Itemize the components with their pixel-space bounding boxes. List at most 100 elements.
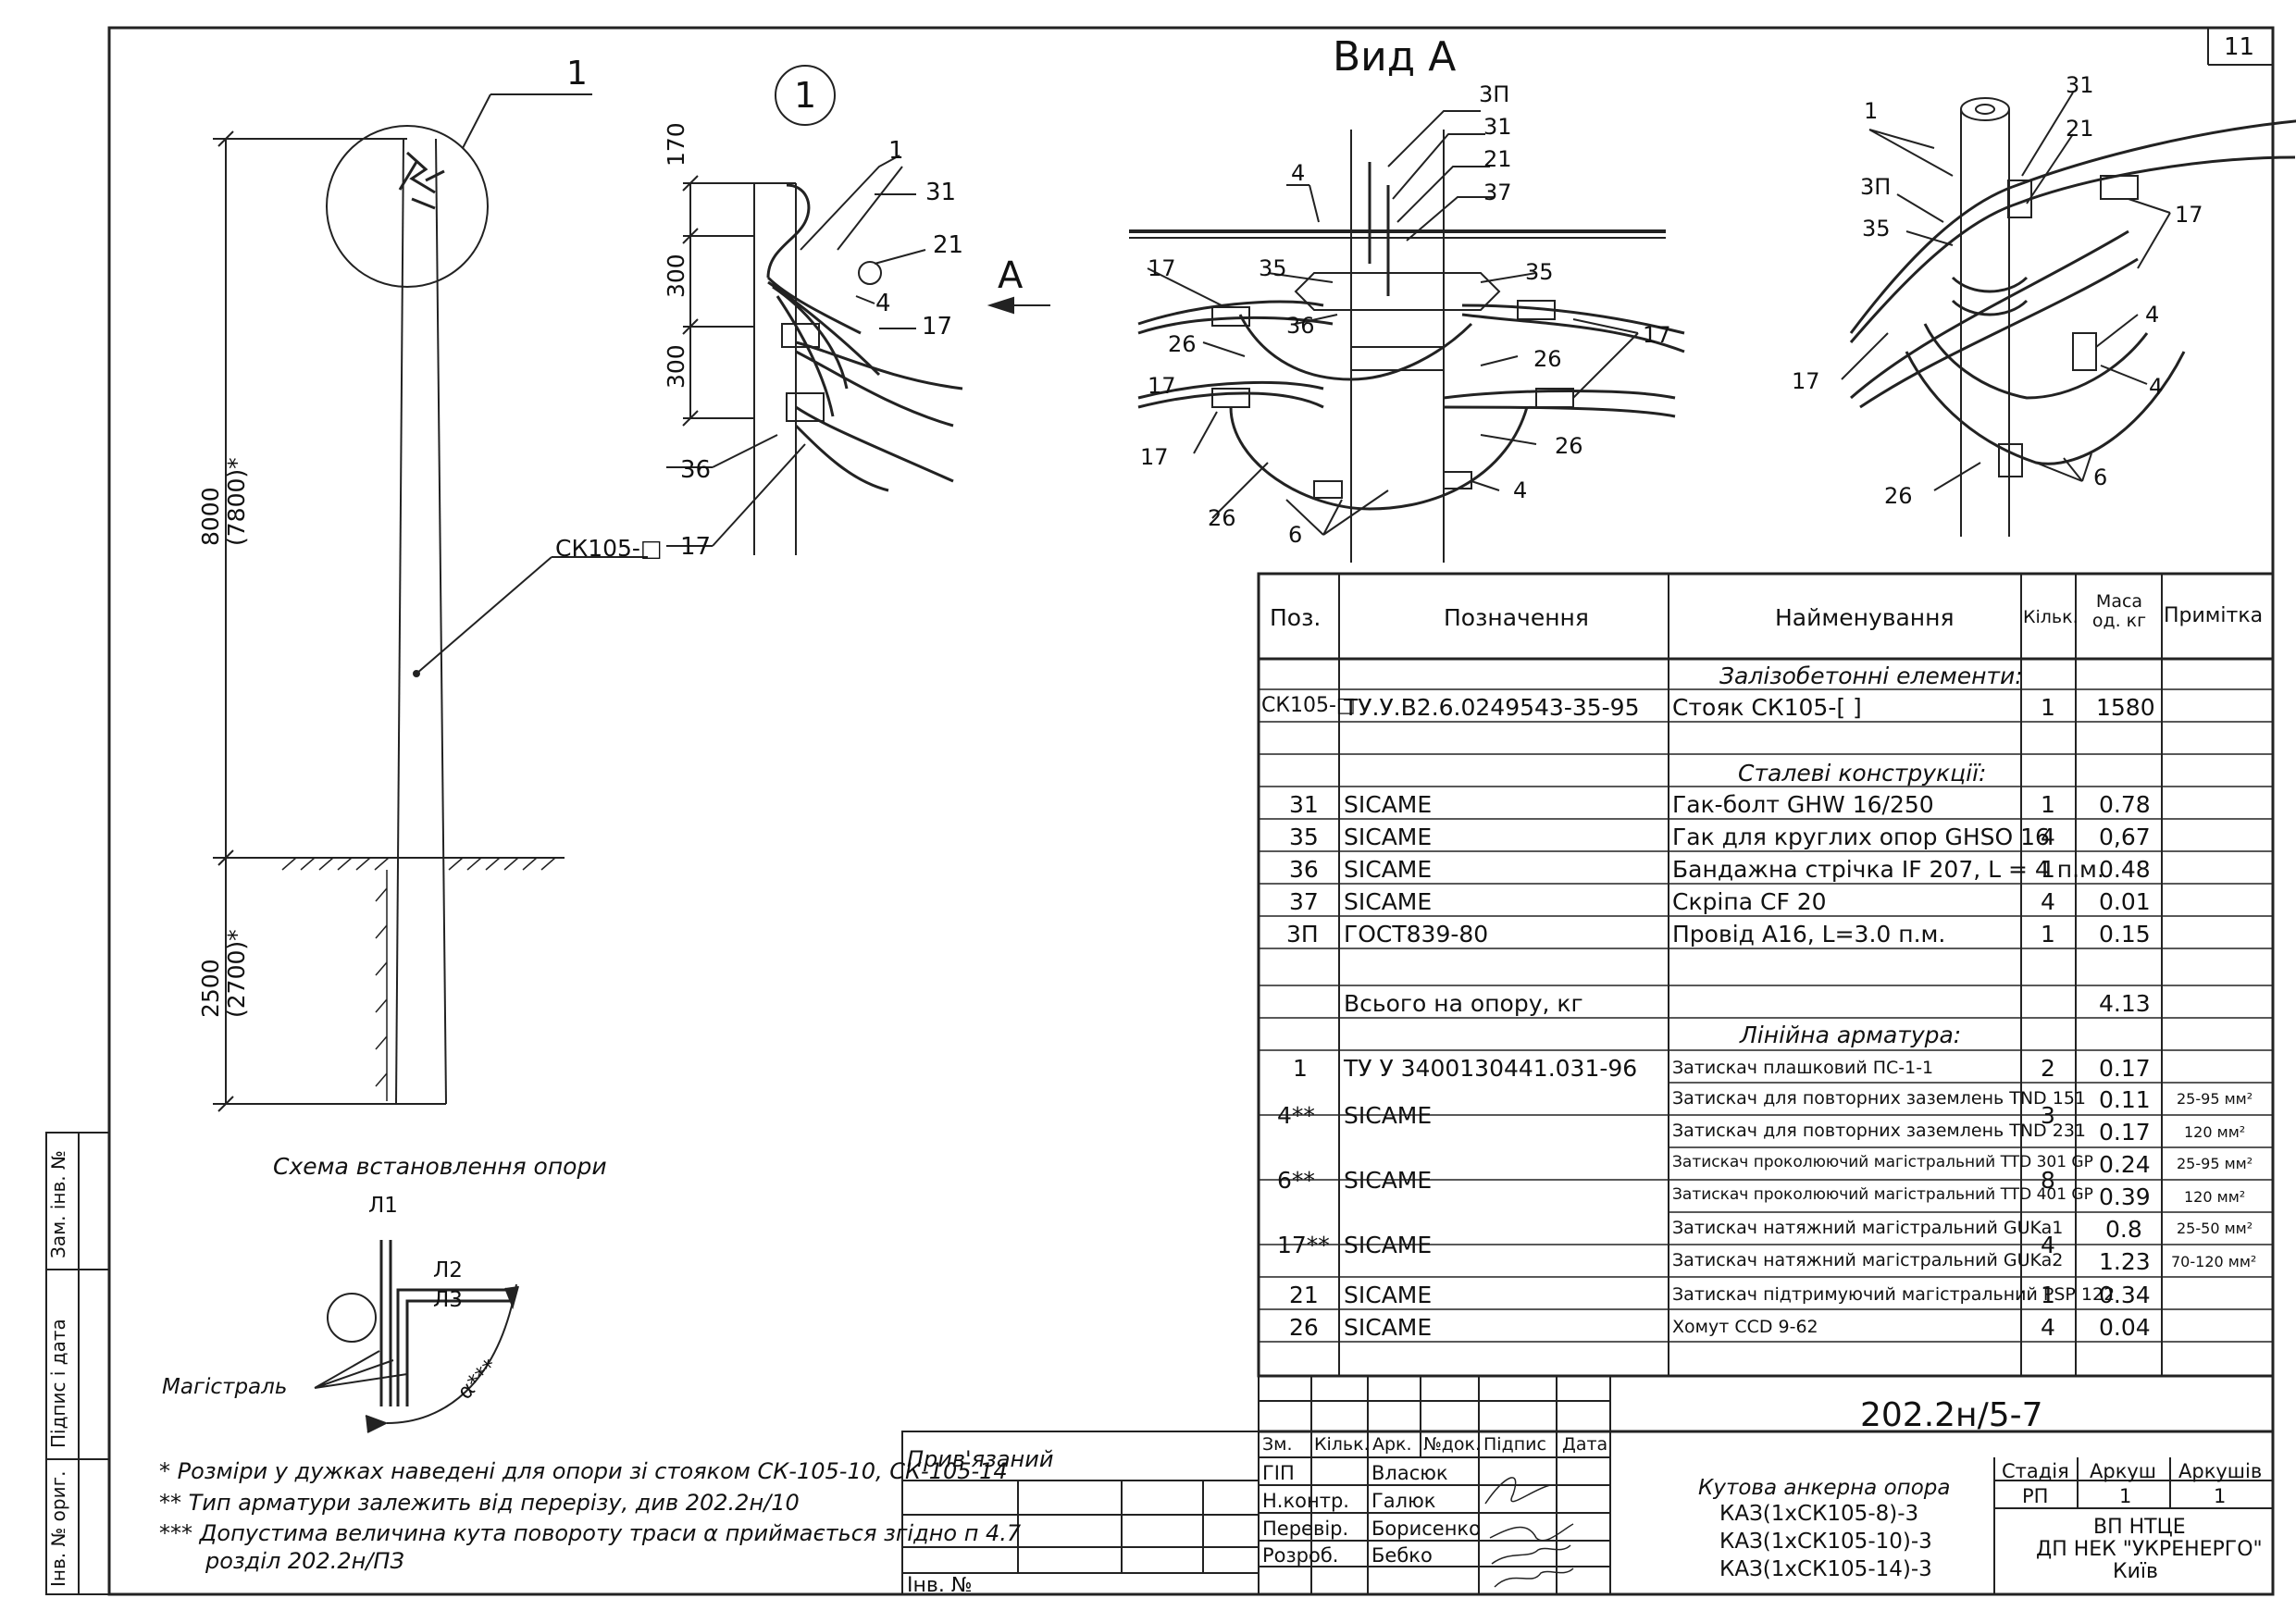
- row-qty: 1: [2041, 694, 2055, 721]
- isometric-view: [1841, 92, 2296, 537]
- row-pos: 26: [1289, 1314, 1319, 1341]
- row-mass: 0.04: [2099, 1314, 2151, 1341]
- row-qty: 1: [2041, 856, 2055, 883]
- view-title: Вид А: [1333, 33, 1457, 81]
- stage-label: Стадія: [2002, 1460, 2069, 1482]
- sheets-label: Аркушів: [2178, 1460, 2263, 1482]
- dim-total: 8000: [197, 487, 224, 546]
- dim-300b: 300: [663, 344, 689, 389]
- object-title-4: КАЗ(1хСК105-14)-3: [1719, 1557, 1932, 1581]
- dim-total-alt: (7800)*: [223, 457, 250, 546]
- row-qty: 3: [2041, 1102, 2055, 1129]
- row-mass: 0.8: [2105, 1216, 2142, 1243]
- row-qty: 4: [2041, 1314, 2055, 1341]
- pole-elevation: [213, 93, 648, 1112]
- iso-callout-17a: 17: [2175, 202, 2203, 228]
- row-name: Хомут CCD 9-62: [1672, 1317, 1818, 1337]
- scheme-l3: Л3: [433, 1288, 463, 1312]
- dim-ground-alt: (2700)*: [223, 929, 250, 1018]
- object-title-2: КАЗ(1хСК105-8)-3: [1719, 1502, 1919, 1526]
- row-doc: SICAME: [1344, 1167, 1433, 1194]
- va-callout-26b: 26: [1533, 346, 1562, 372]
- col-header-ndok: №док.: [1423, 1434, 1482, 1455]
- row-name: Гак-болт GHW 16/250: [1672, 791, 1934, 818]
- va-callout-3p: 3П: [1479, 81, 1510, 107]
- va-callout-35a: 35: [1259, 255, 1287, 281]
- row-total-mass: 4.13: [2099, 990, 2151, 1017]
- row-pos: 21: [1289, 1282, 1319, 1308]
- section-rc-elements: Залізобетонні елементи:: [1719, 663, 2023, 689]
- side-callout-36: 36: [680, 456, 712, 484]
- stage-value: РП: [2022, 1485, 2049, 1507]
- dim-ground: 2500: [197, 959, 224, 1018]
- row-doc: SICAME: [1344, 1232, 1433, 1258]
- row-note: 25-95 мм²: [2177, 1155, 2253, 1172]
- row-qty: 4: [2041, 824, 2055, 850]
- role-nkontr: Н.контр.: [1262, 1490, 1349, 1512]
- sheet-label: Аркуш: [2090, 1460, 2157, 1482]
- row-doc: SICAME: [1344, 1102, 1433, 1129]
- row-mass-2: 0.17: [2099, 1119, 2151, 1146]
- row-mass: 0.78: [2099, 791, 2151, 818]
- iso-callout-21: 21: [2066, 116, 2094, 142]
- row-name: Провід А16, L=3.0 п.м.: [1672, 921, 1946, 948]
- view-a: [1129, 110, 1685, 563]
- row-doc: ГОСТ839-80: [1344, 921, 1489, 948]
- row-name: Бандажна стрічка IF 207, L = 4 п.м.: [1672, 856, 2104, 883]
- va-callout-36: 36: [1286, 313, 1315, 339]
- row-qty: 4: [2041, 1232, 2055, 1258]
- note-4: розділ 202.2н/ПЗ: [205, 1548, 404, 1574]
- iso-callout-3p: 3П: [1860, 174, 1892, 200]
- org-line-2: ДП НЕК "УКРЕНЕРГО": [2036, 1538, 2263, 1561]
- row-doc: SICAME: [1344, 791, 1433, 818]
- side-callout-17b: 17: [680, 533, 712, 561]
- row-note: 25-95 мм²: [2177, 1090, 2253, 1108]
- row-doc: SICAME: [1344, 888, 1433, 915]
- sheet-value: 1: [2119, 1485, 2132, 1507]
- iso-callout-17b: 17: [1792, 368, 1820, 394]
- va-callout-4a: 4: [1291, 160, 1306, 186]
- name-perevir: Борисенко: [1371, 1518, 1481, 1540]
- installation-scheme: [314, 1240, 519, 1433]
- va-callout-26c: 26: [1555, 433, 1583, 459]
- side-callout-4: 4: [875, 290, 891, 317]
- detail-label: 1: [566, 55, 588, 93]
- pole-label: СК105-□: [555, 535, 663, 562]
- row-total-label: Всього на опору, кг: [1344, 990, 1583, 1017]
- spec-header-mass: Маса од. кг: [2091, 591, 2147, 631]
- row-note: 25-50 мм²: [2177, 1220, 2253, 1237]
- spec-header-qty: Кільк.: [2023, 607, 2079, 627]
- name-nkontr: Галюк: [1371, 1490, 1436, 1512]
- row-pos: 17**: [1277, 1232, 1330, 1258]
- va-callout-35b: 35: [1525, 259, 1554, 285]
- col-header-ark: Арк.: [1372, 1434, 1412, 1455]
- iso-callout-4a: 4: [2145, 302, 2160, 328]
- note-1: * Розміри у дужках наведені для опори зі…: [159, 1458, 1008, 1484]
- stamp-zam-inv: Зам. інв. №: [47, 1150, 69, 1258]
- row-doc: SICAME: [1344, 824, 1433, 850]
- inv-no-label: Інв. №: [907, 1574, 973, 1597]
- row-name-2: Затискач проколюючий магістральний TTD 4…: [1672, 1185, 2093, 1204]
- side-callout-17a: 17: [922, 313, 953, 341]
- row-name: Затискач для повторних заземлень TND 151: [1672, 1088, 2086, 1109]
- row-name-2: Затискач натяжний магістральний GUKa2: [1672, 1250, 2064, 1270]
- detail-circle-number: 1: [794, 75, 817, 116]
- row-pos: 31: [1289, 791, 1319, 818]
- va-callout-21: 21: [1483, 146, 1512, 172]
- title-block-grid: [901, 1376, 2273, 1595]
- iso-callout-35: 35: [1862, 216, 1891, 242]
- row-qty: 4: [2041, 888, 2055, 915]
- row-pos: 3П: [1286, 921, 1319, 948]
- col-header-zm: Зм.: [1262, 1434, 1293, 1455]
- row-name: Затискач натяжний магістральний GUKa1: [1672, 1218, 2064, 1238]
- va-callout-37: 37: [1483, 180, 1512, 205]
- row-doc: SICAME: [1344, 1282, 1433, 1308]
- iso-callout-26: 26: [1884, 483, 1913, 509]
- row-name-2: Затискач для повторних заземлень TND 231: [1672, 1121, 2086, 1141]
- row-qty: 2: [2041, 1055, 2055, 1082]
- row-name: Затискач плашковий ПС-1-1: [1672, 1058, 1934, 1078]
- object-title-3: КАЗ(1хСК105-10)-3: [1719, 1530, 1932, 1554]
- org-line-3: Київ: [2113, 1560, 2158, 1583]
- scheme-l1: Л1: [368, 1194, 398, 1218]
